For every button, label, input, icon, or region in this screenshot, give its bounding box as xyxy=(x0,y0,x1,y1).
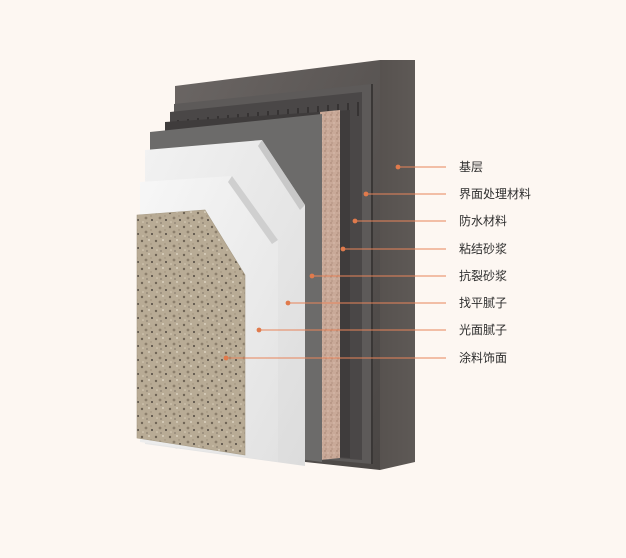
leader-dot-waterproof xyxy=(353,219,358,224)
layer-label-coating-finish: 涂料饰面 xyxy=(459,351,507,365)
leader-dot-anti-crack-mortar xyxy=(310,274,315,279)
layer-label-substrate: 基层 xyxy=(459,160,483,174)
layer-label-waterproof: 防水材料 xyxy=(459,214,507,228)
leader-dot-leveling-putty xyxy=(286,301,291,306)
leader-dot-interface xyxy=(364,192,369,197)
layer-label-anti-crack-mortar: 抗裂砂浆 xyxy=(459,269,507,283)
leader-dot-finishing-putty xyxy=(257,328,262,333)
layer-label-interface: 界面处理材料 xyxy=(459,187,531,201)
layer-label-bonding-mortar: 粘结砂浆 xyxy=(459,242,507,256)
leader-dot-substrate xyxy=(396,165,401,170)
leader-dot-bonding-mortar xyxy=(341,247,346,252)
layer-label-finishing-putty: 光面腻子 xyxy=(459,323,507,337)
layer-label-leveling-putty: 找平腻子 xyxy=(459,296,507,310)
leader-dot-coating-finish xyxy=(224,356,229,361)
